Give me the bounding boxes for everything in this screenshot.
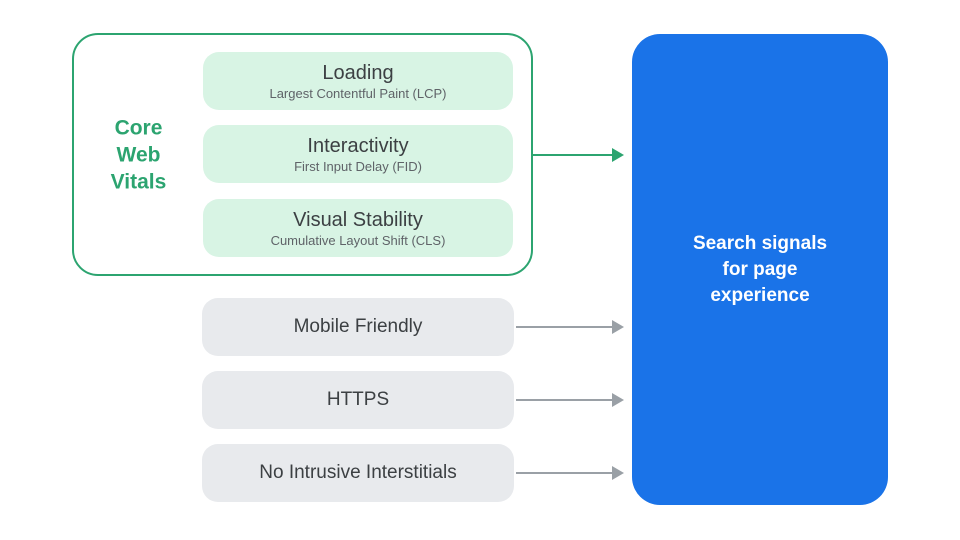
no-intrusive-interstitials-arrow-icon xyxy=(516,465,624,481)
loading-title: Loading xyxy=(322,61,394,84)
arrow-head xyxy=(612,393,624,407)
interactivity-title: Interactivity xyxy=(307,134,409,157)
https-arrow-icon xyxy=(516,392,624,408)
visual-stability-title: Visual Stability xyxy=(293,208,423,231)
mobile-friendly-label: Mobile Friendly xyxy=(293,316,423,337)
visual-stability-subtitle: Cumulative Layout Shift (CLS) xyxy=(270,232,446,248)
core-web-vitals-group: Core Web Vitals Loading Largest Contentf… xyxy=(72,33,533,276)
no-intrusive-interstitials-pill: No Intrusive Interstitials xyxy=(202,444,514,502)
arrow-shaft xyxy=(516,399,612,401)
mobile-friendly-arrow-icon xyxy=(516,319,624,335)
core-web-vitals-arrow-icon xyxy=(531,147,624,163)
arrow-head xyxy=(612,466,624,480)
mobile-friendly-pill: Mobile Friendly xyxy=(202,298,514,356)
core-web-vitals-label: Core Web Vitals xyxy=(110,116,167,193)
arrow-head xyxy=(612,320,624,334)
arrow-shaft xyxy=(516,472,612,474)
loading-pill: Loading Largest Contentful Paint (LCP) xyxy=(203,52,513,110)
no-intrusive-interstitials-label: No Intrusive Interstitials xyxy=(259,462,457,483)
https-pill: HTTPS xyxy=(202,371,514,429)
search-signals-label: Search signals for page experience xyxy=(692,232,828,306)
arrow-shaft xyxy=(531,154,612,156)
visual-stability-pill: Visual Stability Cumulative Layout Shift… xyxy=(203,199,513,257)
arrow-shaft xyxy=(516,326,612,328)
loading-subtitle: Largest Contentful Paint (LCP) xyxy=(269,85,447,101)
arrow-head xyxy=(612,148,624,162)
interactivity-subtitle: First Input Delay (FID) xyxy=(294,158,422,174)
interactivity-pill: Interactivity First Input Delay (FID) xyxy=(203,125,513,183)
https-label: HTTPS xyxy=(326,389,390,410)
search-signals-box: Search signals for page experience xyxy=(632,34,888,505)
